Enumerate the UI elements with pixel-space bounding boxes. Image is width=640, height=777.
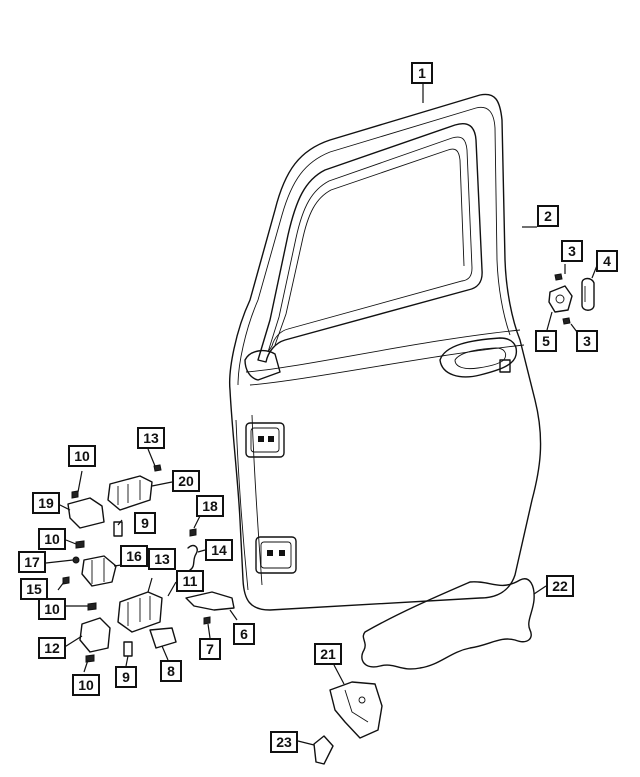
callout-1: 1	[411, 62, 433, 84]
callout-14: 14	[205, 539, 233, 561]
callout-6: 6	[233, 623, 255, 645]
callout-10-bottom: 10	[72, 674, 100, 696]
callout-17: 17	[18, 551, 46, 573]
callout-2: 2	[537, 205, 559, 227]
callout-5: 5	[535, 330, 557, 352]
callout-13-lower: 13	[148, 548, 176, 570]
callout-4: 4	[596, 250, 618, 272]
callout-8: 8	[160, 660, 182, 682]
callout-3-upper: 3	[561, 240, 583, 262]
hinge-hardware	[62, 464, 235, 663]
callout-9-upper: 9	[134, 512, 156, 534]
callout-18: 18	[196, 495, 224, 517]
callout-11: 11	[176, 570, 204, 592]
callout-21: 21	[314, 643, 342, 665]
door-trim-panel	[361, 578, 535, 670]
callout-12: 12	[38, 637, 66, 659]
callout-3-lower: 3	[576, 330, 598, 352]
callout-20: 20	[172, 470, 200, 492]
callout-16: 16	[120, 545, 148, 567]
callout-13-upper: 13	[137, 427, 165, 449]
callout-15: 15	[20, 578, 48, 600]
callout-7: 7	[199, 638, 221, 660]
callout-22: 22	[546, 575, 574, 597]
callout-10-mid: 10	[38, 528, 66, 550]
hinge-bracket	[313, 681, 383, 765]
door-shell	[228, 93, 542, 611]
striker-assembly	[548, 273, 595, 325]
callout-23: 23	[270, 731, 298, 753]
callout-10-lower: 10	[38, 598, 66, 620]
callout-19: 19	[32, 492, 60, 514]
callout-10-top: 10	[68, 445, 96, 467]
callout-9-lower: 9	[115, 666, 137, 688]
